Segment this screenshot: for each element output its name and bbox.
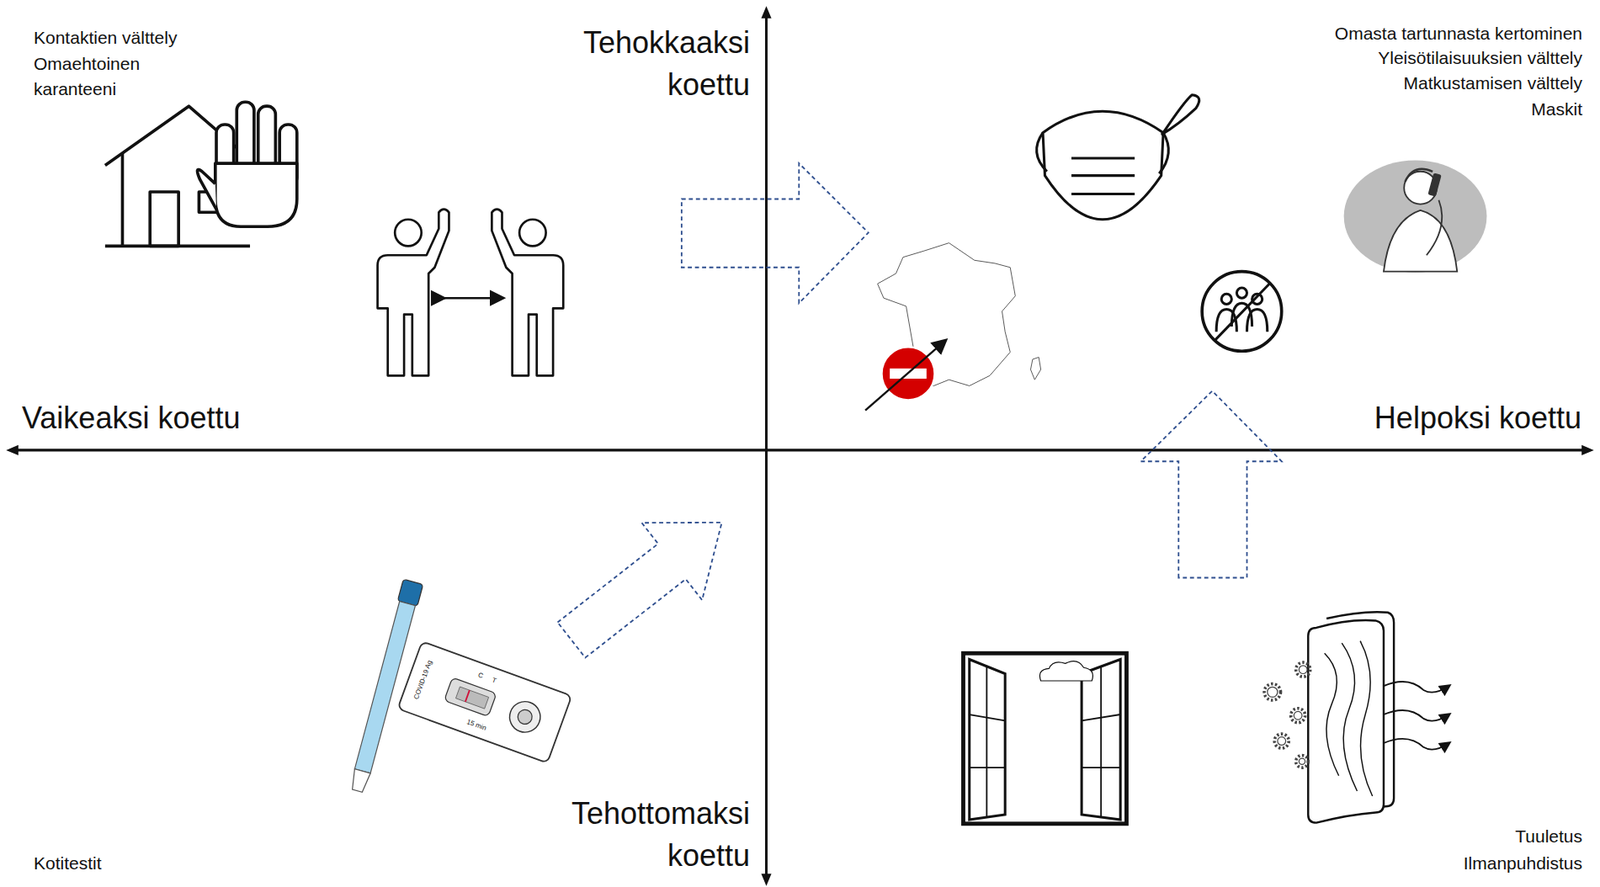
distancing-icon xyxy=(377,209,564,377)
axis-label: Helpoksi koettu xyxy=(1374,399,1582,437)
measure-label: Omasta tartunnasta kertominen xyxy=(1334,21,1583,47)
measure-label: Ilmanpuhdistus xyxy=(1463,850,1583,877)
ventilation-window xyxy=(962,653,1127,824)
measure-label: Kontaktien välttely xyxy=(33,25,177,51)
measure-label: Kotitestit xyxy=(33,850,102,877)
quarantine-icon xyxy=(105,101,298,246)
measure-label: Matkustamisen välttely xyxy=(1403,70,1583,96)
measure-label: Tuuletus xyxy=(1514,823,1583,850)
test-marking: T xyxy=(490,675,498,686)
measure-label: Omaehtoinen karanteeni xyxy=(33,51,177,102)
axis-label: Vaikeaksi koettu xyxy=(21,399,240,437)
phone-call-icon xyxy=(1344,159,1488,272)
test-marking: C xyxy=(477,670,485,681)
no-gatherings-icon xyxy=(1201,271,1282,352)
axes xyxy=(15,15,1584,876)
test-marking: 15 min xyxy=(465,717,488,734)
axis-arrowheads xyxy=(5,5,1594,887)
test-marking: COVID-19 Ag xyxy=(412,659,435,702)
measure-label: Maskit xyxy=(1530,96,1583,123)
air-purifier-icon xyxy=(1264,611,1449,823)
mask-icon xyxy=(1036,95,1200,220)
measure-label: Yleisötilaisuuksien välttely xyxy=(1377,45,1583,71)
test-cassette xyxy=(398,641,573,763)
axis-label: Tehottomaksi koettu xyxy=(547,792,750,878)
axis-label: Tehokkaaksi koettu xyxy=(547,21,750,107)
dashed-arrows xyxy=(541,163,1282,679)
travel-ban-icon xyxy=(865,243,1042,411)
